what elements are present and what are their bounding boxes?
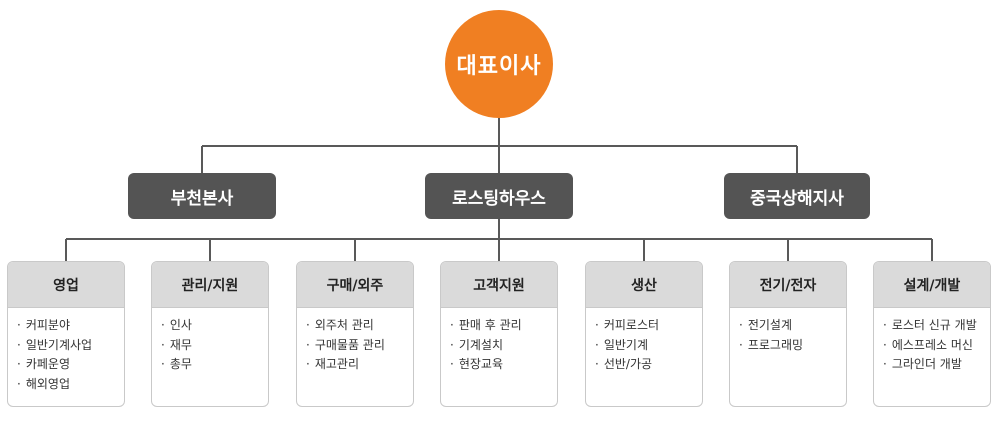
dept-item-list: 로스터 신규 개발 에스프레소 머신 그라인더 개발 bbox=[874, 308, 990, 375]
dept-title: 설계/개발 bbox=[874, 262, 990, 308]
dept-item: 커피분야 bbox=[17, 316, 124, 336]
dept-title: 고객지원 bbox=[441, 262, 557, 308]
dept-item: 구매물품 관리 bbox=[306, 336, 413, 356]
branch-label: 로스팅하우스 bbox=[452, 188, 546, 209]
dept-electrical-electronics: 전기/전자 전기설계 프로그래밍 bbox=[729, 261, 847, 407]
dept-management-support: 관리/지원 인사 재무 총무 bbox=[151, 261, 269, 407]
dept-production: 생산 커피로스터 일반기계 선반/가공 bbox=[585, 261, 703, 407]
dept-item-list: 커피분야 일반기계사업 카페운영 해외영업 bbox=[8, 308, 124, 394]
dept-item: 커피로스터 bbox=[595, 316, 702, 336]
dept-item: 총무 bbox=[161, 355, 268, 375]
branch-label: 중국상해지사 bbox=[750, 188, 844, 209]
dept-title: 관리/지원 bbox=[152, 262, 268, 308]
dept-sales: 영업 커피분야 일반기계사업 카페운영 해외영업 bbox=[7, 261, 125, 407]
dept-item: 외주처 관리 bbox=[306, 316, 413, 336]
branch-china-shanghai: 중국상해지사 bbox=[724, 173, 870, 219]
dept-item: 카페운영 bbox=[17, 355, 124, 375]
dept-item-list: 커피로스터 일반기계 선반/가공 bbox=[586, 308, 702, 375]
dept-item: 로스터 신규 개발 bbox=[883, 316, 990, 336]
ceo-label: 대표이사 bbox=[456, 54, 542, 79]
dept-item-list: 판매 후 관리 기계설치 현장교육 bbox=[441, 308, 557, 375]
dept-item: 재고관리 bbox=[306, 355, 413, 375]
dept-item: 판매 후 관리 bbox=[450, 316, 557, 336]
dept-item: 일반기계사업 bbox=[17, 336, 124, 356]
branch-label: 부천본사 bbox=[170, 188, 234, 209]
dept-item: 현장교육 bbox=[450, 355, 557, 375]
dept-item-list: 인사 재무 총무 bbox=[152, 308, 268, 375]
dept-item: 인사 bbox=[161, 316, 268, 336]
dept-item: 기계설치 bbox=[450, 336, 557, 356]
dept-title: 생산 bbox=[586, 262, 702, 308]
ceo-node: 대표이사 bbox=[445, 10, 553, 118]
dept-item: 그라인더 개발 bbox=[883, 355, 990, 375]
dept-customer-support: 고객지원 판매 후 관리 기계설치 현장교육 bbox=[440, 261, 558, 407]
dept-item: 일반기계 bbox=[595, 336, 702, 356]
dept-item-list: 전기설계 프로그래밍 bbox=[730, 308, 846, 355]
branch-bucheon-hq: 부천본사 bbox=[128, 173, 276, 219]
dept-purchasing-outsourcing: 구매/외주 외주처 관리 구매물품 관리 재고관리 bbox=[296, 261, 414, 407]
dept-item-list: 외주처 관리 구매물품 관리 재고관리 bbox=[297, 308, 413, 375]
dept-title: 영업 bbox=[8, 262, 124, 308]
dept-design-development: 설계/개발 로스터 신규 개발 에스프레소 머신 그라인더 개발 bbox=[873, 261, 991, 407]
dept-item: 선반/가공 bbox=[595, 355, 702, 375]
dept-item: 재무 bbox=[161, 336, 268, 356]
dept-item: 전기설계 bbox=[739, 316, 846, 336]
dept-item: 에스프레소 머신 bbox=[883, 336, 990, 356]
dept-item: 프로그래밍 bbox=[739, 336, 846, 356]
dept-item: 해외영업 bbox=[17, 375, 124, 395]
dept-title: 구매/외주 bbox=[297, 262, 413, 308]
branch-roasting-house: 로스팅하우스 bbox=[425, 173, 573, 219]
dept-title: 전기/전자 bbox=[730, 262, 846, 308]
